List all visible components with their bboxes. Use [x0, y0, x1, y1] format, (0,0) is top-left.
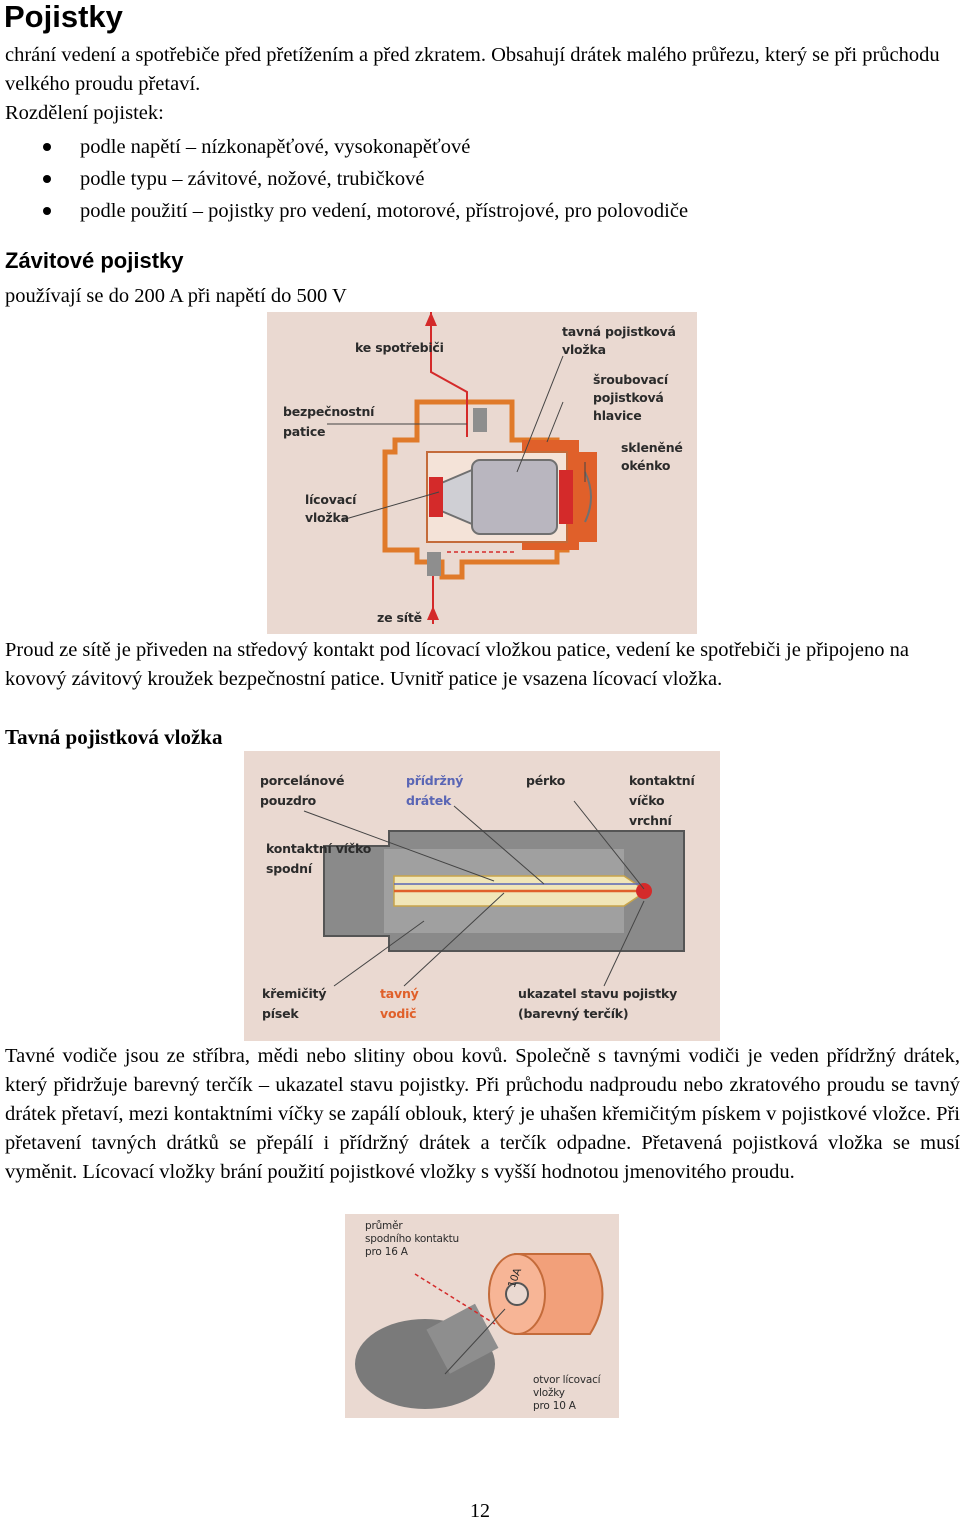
- page-number: 12: [470, 1500, 490, 1522]
- fuse-cartridge-diagram: porcelánové pouzdro přídržný drátek pérk…: [244, 751, 720, 1041]
- label-tavna-vlozka-2: vložka: [562, 342, 606, 357]
- label-tavny-vodic-2: vodič: [380, 1006, 417, 1021]
- fuse-division-list: podle napětí – nízkonapěťové, vysokonapě…: [5, 131, 688, 227]
- label-perko: pérko: [526, 773, 566, 788]
- label-sklenene-okenko: skleněné: [621, 440, 683, 455]
- label-kontaktni-vicko-vrchni-3: vrchní: [629, 813, 672, 828]
- label-porcelanove-pouzdro-2: pouzdro: [260, 793, 317, 808]
- screw-fuse-diagram: ke spotřebiči tavná pojistková vložka šr…: [267, 312, 697, 634]
- label-otvor-licovaci: otvor lícovací: [533, 1374, 601, 1386]
- label-ukazatel-stavu: ukazatel stavu pojistky: [518, 986, 678, 1001]
- label-kremicity-pisek-2: písek: [262, 1006, 299, 1021]
- screw-fuse-drawing: [327, 312, 597, 624]
- label-otvor-licovaci-3: pro 10 A: [533, 1400, 576, 1412]
- label-sroubovaci-2: pojistková: [593, 390, 664, 405]
- label-kontaktni-vicko-vrchni-2: víčko: [629, 793, 665, 808]
- fuse-cartridge-drawing: [303, 800, 685, 987]
- bullet-icon: [43, 207, 51, 215]
- page-title: Pojistky: [4, 0, 123, 34]
- label-kontaktni-vicko-spodni-2: spodní: [266, 861, 312, 876]
- label-licovaci-vlozka: lícovací: [305, 492, 357, 507]
- subheading-fuse-cartridge: Tavná pojistková vložka: [5, 725, 223, 749]
- label-licovaci-vlozka-2: vložka: [305, 510, 349, 525]
- label-prumer-3: pro 16 A: [365, 1246, 408, 1258]
- list-item: podle typu – závitové, nožové, trubičkov…: [5, 163, 688, 195]
- label-tavny-vodic: tavný: [380, 986, 419, 1001]
- label-tavna-vlozka: tavná pojistková: [562, 324, 676, 339]
- paragraph-screw-fuse: Proud ze sítě je přiveden na středový ko…: [5, 639, 910, 690]
- bullet-icon: [43, 143, 51, 151]
- label-sroubovaci-3: hlavice: [593, 408, 642, 423]
- intro-text: chrání vedení a spotřebiče před přetížen…: [5, 41, 945, 128]
- list-item: podle napětí – nízkonapěťové, vysokonapě…: [5, 131, 688, 163]
- label-pridrzny-dratek: přídržný: [406, 773, 464, 788]
- paragraph-fuse-cartridge: Tavné vodiče jsou ze stříbra, mědi nebo …: [5, 1045, 960, 1183]
- label-ze-site: ze sítě: [377, 610, 422, 625]
- label-bezpecnostni-patice-2: patice: [283, 424, 326, 439]
- label-bezpecnostni-patice: bezpečnostní: [283, 404, 375, 419]
- label-prumer: průměr: [365, 1220, 403, 1232]
- label-kontaktni-vicko-spodni: kontaktní víčko: [266, 841, 372, 856]
- label-prumer-2: spodního kontaktu: [365, 1233, 460, 1245]
- label-pridrzny-dratek-2: drátek: [406, 793, 452, 808]
- gauge-insert-diagram: průměr spodního kontaktu pro 16 A 10A ot…: [345, 1214, 619, 1418]
- division-label: Rozdělení pojistek:: [5, 102, 164, 124]
- label-sklenene-okenko-2: okénko: [621, 458, 671, 473]
- bullet-icon: [43, 175, 51, 183]
- screw-fuses-usage: používají se do 200 A při napětí do 500 …: [5, 285, 347, 307]
- label-kremicity-pisek: křemičitý: [262, 986, 327, 1001]
- gauge-insert-drawing: [355, 1253, 604, 1409]
- label-ukazatel-stavu-2: (barevný terčík): [518, 1006, 629, 1021]
- label-sroubovaci: šroubovací: [593, 372, 668, 387]
- section-heading-screw-fuses: Závitové pojistky: [5, 248, 184, 273]
- label-ke-spotrebici: ke spotřebiči: [355, 340, 444, 355]
- intro-sentence: chrání vedení a spotřebiče před přetížen…: [5, 44, 940, 95]
- list-item: podle použití – pojistky pro vedení, mot…: [5, 195, 688, 227]
- label-porcelanove-pouzdro: porcelánové: [260, 773, 345, 788]
- label-otvor-licovaci-2: vložky: [533, 1387, 565, 1399]
- label-kontaktni-vicko-vrchni: kontaktní: [629, 773, 695, 788]
